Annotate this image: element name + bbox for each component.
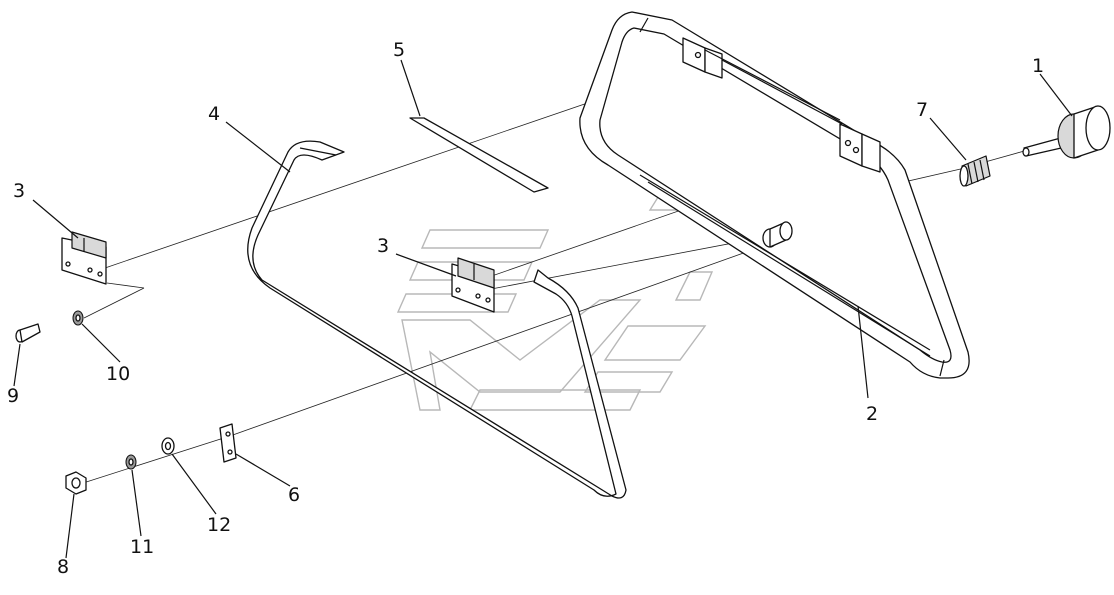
callout-3-center: 3 xyxy=(377,235,389,257)
callout-2: 2 xyxy=(866,403,878,425)
callout-labels: 1 2 3 3 4 5 6 7 8 9 10 11 12 xyxy=(7,39,1044,578)
callout-4: 4 xyxy=(208,103,220,125)
callout-10: 10 xyxy=(106,363,130,385)
spring-part-7 xyxy=(959,155,991,187)
callout-1: 1 xyxy=(1032,55,1044,77)
hinge-part-3-left xyxy=(61,231,107,285)
callout-6: 6 xyxy=(288,484,300,506)
frame-part-2 xyxy=(579,11,970,379)
leader-lines xyxy=(13,59,1073,559)
callout-12: 12 xyxy=(207,514,231,536)
hinge-part-3-center xyxy=(451,257,495,313)
washer-part-12 xyxy=(161,437,175,455)
callout-11: 11 xyxy=(130,536,154,558)
lock-washer-part-11 xyxy=(125,454,137,470)
callout-9: 9 xyxy=(7,385,19,407)
screw-part-9 xyxy=(15,323,41,343)
plate-part-6 xyxy=(219,423,237,463)
strip-part-5 xyxy=(409,117,549,193)
callout-5: 5 xyxy=(393,39,405,61)
callout-7: 7 xyxy=(916,99,928,121)
spacer-bushing xyxy=(762,221,793,248)
bar-part-4 xyxy=(247,140,627,499)
lock-washer-part-10 xyxy=(72,310,84,326)
knob-part-1 xyxy=(1022,105,1111,159)
nut-part-8 xyxy=(65,471,87,495)
callout-8: 8 xyxy=(57,556,69,578)
callout-3-left: 3 xyxy=(13,180,25,202)
